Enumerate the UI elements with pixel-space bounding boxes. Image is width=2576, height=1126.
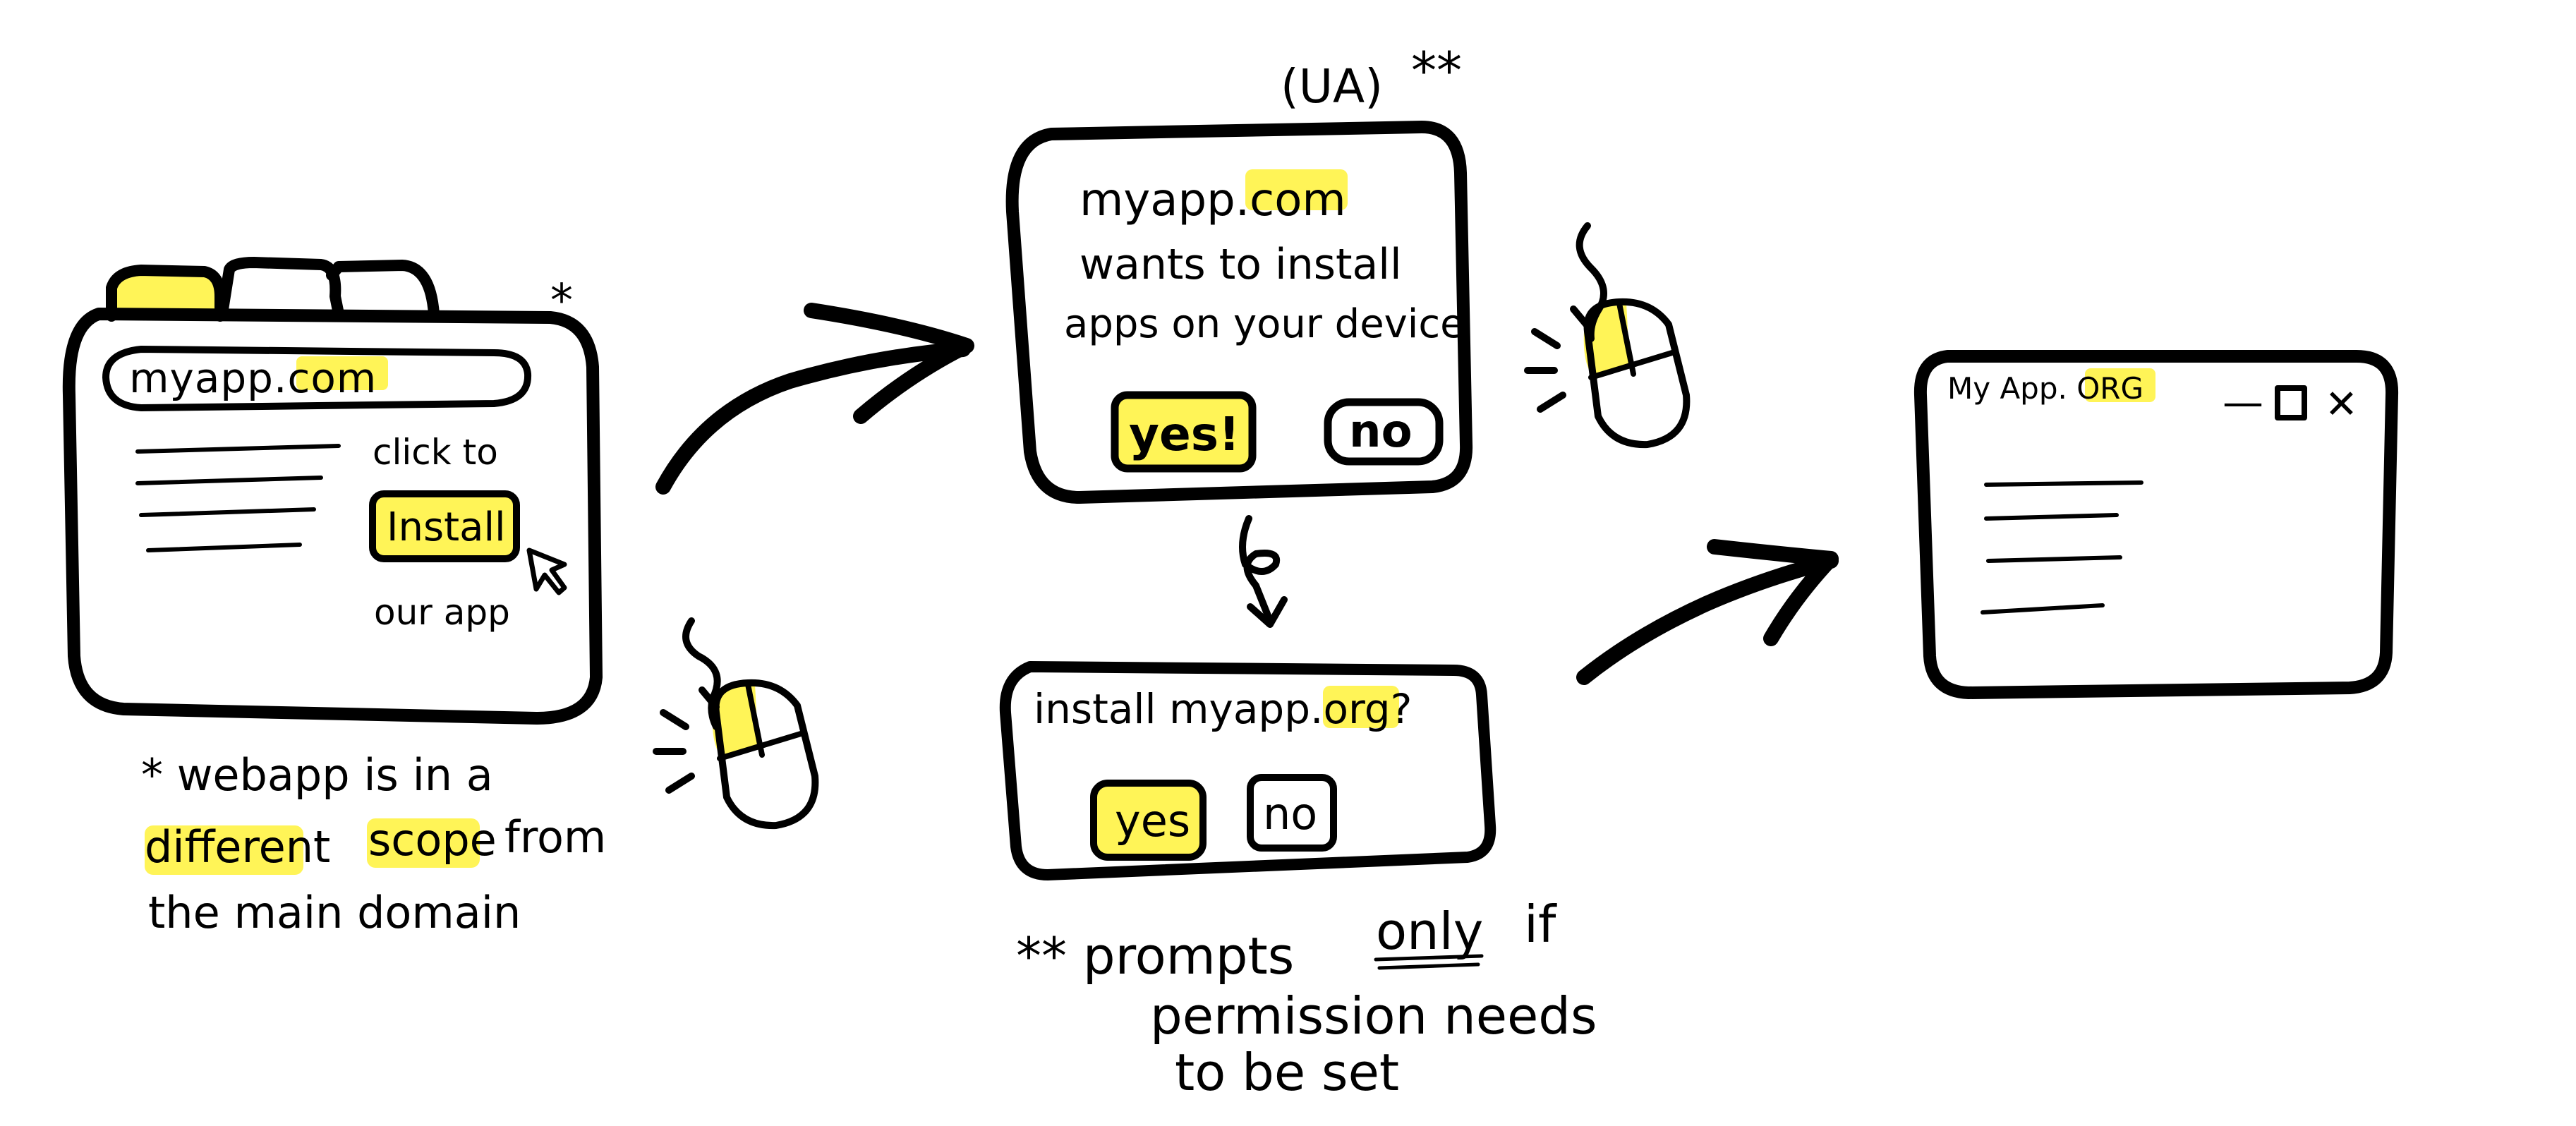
arrow-right-icon-2 (1576, 539, 1839, 685)
footnote-1-scope: scope (368, 814, 497, 866)
browser-tab-2 (217, 257, 344, 320)
footnote-scope: * webapp is in a different scope from th… (141, 749, 606, 938)
footnote-permission: ** prompts only if permission needs to b… (1016, 895, 1597, 1102)
ua-prompt-line-2: wants to install (1080, 240, 1402, 289)
close-icon[interactable]: ✕ (2325, 382, 2358, 428)
app-content-line-3 (1986, 555, 2122, 563)
install-button-fill (374, 495, 515, 557)
footnote-2-line-3: to be set (1175, 1043, 1399, 1102)
page-content-line-1 (135, 444, 341, 454)
browser-asterisk: * (550, 275, 573, 327)
install-prompt-frame (999, 661, 1496, 880)
ua-header-mark: ** (1411, 41, 1462, 100)
install-confirm-prompt: install myapp.org? yes no (999, 661, 1496, 880)
highlight-different (145, 825, 303, 875)
ua-permission-prompt: (UA) ** myapp.com wants to install apps … (1005, 41, 1473, 504)
mouse-click-icon (653, 617, 819, 830)
maximize-icon[interactable] (2275, 385, 2307, 420)
app-window-frame (1913, 350, 2399, 699)
app-content-line-4 (1981, 603, 2105, 615)
address-bar[interactable] (102, 346, 532, 411)
footnote-1-different: different (145, 821, 330, 873)
cursor-arrow-icon (526, 547, 567, 595)
ua-yes-label: yes! (1129, 407, 1240, 461)
ua-header: (UA) (1281, 59, 1383, 114)
minimize-icon[interactable]: — (2223, 378, 2263, 426)
ua-prompt-line-3: apps on your device (1064, 301, 1465, 347)
page-content-line-4 (146, 543, 302, 552)
browser-window: myapp.com click to Install our app * (62, 257, 603, 725)
installed-app-window: My App. ORG — ✕ (1913, 350, 2399, 699)
app-title-highlight (2085, 368, 2155, 402)
install-no-button[interactable] (1247, 774, 1337, 852)
install-prompt-text: install myapp.org? (1034, 685, 1412, 733)
address-bar-highlight (296, 356, 388, 390)
app-title: My App. ORG (1947, 371, 2143, 406)
install-button-label: Install (387, 504, 506, 550)
footnote-2-if: if (1524, 895, 1557, 954)
ua-prompt-frame (1005, 121, 1473, 504)
footnote-2-prefix: ** prompts (1016, 926, 1294, 986)
footnote-1-line-3: the main domain (148, 887, 521, 938)
ua-prompt-line-1: myapp.com (1080, 174, 1346, 226)
ua-no-button[interactable] (1324, 398, 1444, 466)
arrow-right-icon (655, 303, 974, 495)
mouse-click-icon-2 (1524, 222, 1691, 449)
install-button[interactable] (369, 490, 520, 562)
browser-frame (62, 308, 603, 725)
install-domain-highlight (1323, 686, 1399, 728)
curly-arrow-down-icon (1239, 515, 1288, 628)
app-content-line-1 (1984, 480, 2143, 487)
footnote-2-line-2: permission needs (1150, 986, 1597, 1046)
install-yes-button[interactable] (1090, 780, 1207, 861)
footnote-1-from: from (504, 811, 606, 863)
page-content-line-3 (139, 507, 316, 517)
browser-tab-3 (326, 260, 440, 320)
app-content-line-2 (1984, 513, 2119, 521)
address-bar-text: myapp.com (129, 354, 377, 402)
footnote-2-only: only (1376, 902, 1483, 961)
install-yes-button-fill (1095, 785, 1201, 855)
page-content-line-2 (135, 476, 323, 485)
ua-no-label: no (1349, 406, 1413, 458)
ua-yes-button-fill (1116, 396, 1250, 467)
only-underline (1374, 954, 1484, 970)
footnote-1-line-1: * webapp is in a (141, 749, 493, 801)
install-no-label: no (1263, 788, 1317, 840)
browser-tab-active-outline (106, 265, 226, 322)
highlight-scope (367, 818, 480, 868)
install-yes-label: yes (1115, 795, 1190, 847)
ua-domain-highlight (1245, 169, 1348, 210)
click-to-label: click to (373, 432, 498, 473)
our-app-label: our app (374, 592, 510, 633)
browser-tab-active (113, 270, 220, 316)
ua-yes-button[interactable] (1111, 391, 1257, 473)
